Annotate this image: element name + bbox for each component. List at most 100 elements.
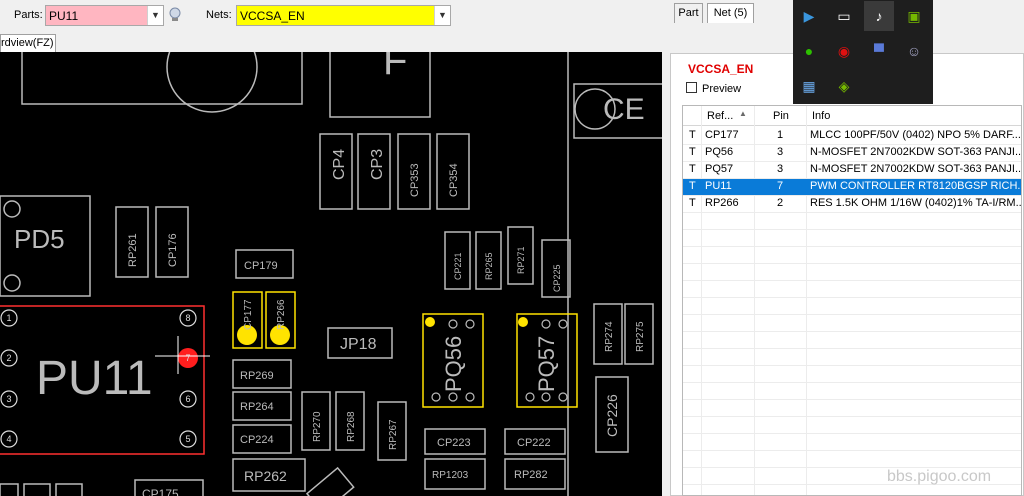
component-label-rp261: RP261 (127, 233, 139, 267)
checkbox-icon[interactable] (686, 82, 697, 93)
component-label-rp266: RP266 (276, 299, 287, 330)
row-ref: RP266 (705, 197, 739, 209)
security-icon[interactable]: ◉ (837, 43, 851, 59)
component-label-rp268: RP268 (346, 411, 357, 442)
column-divider (701, 106, 702, 495)
row-type: T (689, 180, 696, 192)
component-label-rp265: RP265 (484, 252, 494, 280)
table-row[interactable]: T PQ56 3 N-MOSFET 2N7002KDW SOT-363 PANJI..… (683, 144, 1022, 161)
row-type: T (689, 146, 696, 158)
pin-number: 7 (185, 353, 190, 363)
row-type: T (689, 163, 696, 175)
table-row[interactable]: T RP266 2 RES 1.5K OHM 1/16W (0402)1% TA-I/… (683, 195, 1022, 212)
component-label-cp222: CP222 (517, 437, 551, 449)
component-label-cp177: CP177 (243, 299, 254, 330)
table-row-selected[interactable]: T PU11 7 PWM CONTROLLER RT8120BGSP RICH... (683, 178, 1022, 195)
column-header-pin[interactable]: Pin (773, 110, 789, 122)
selected-pin (178, 348, 198, 368)
bulb-icon[interactable] (168, 7, 182, 23)
pin-number: 5 (185, 434, 190, 444)
component-label-pu11: PU11 (36, 352, 153, 405)
pin-number: 2 (6, 353, 11, 363)
column-header-ref[interactable]: Ref... (707, 110, 734, 122)
store-icon[interactable]: ▶ (803, 8, 815, 24)
component-label-rp267: RP267 (388, 419, 399, 450)
component-label-rp262: RP262 (244, 468, 287, 484)
parts-value: PU11 (49, 9, 79, 23)
row-pin: 3 (777, 163, 784, 175)
table-row[interactable]: T PQ57 3 N-MOSFET 2N7002KDW SOT-363 PANJI..… (683, 161, 1022, 178)
row-ref: PQ56 (705, 146, 734, 158)
chevron-down-icon[interactable]: ▼ (147, 6, 163, 25)
component-label-cp223: CP223 (437, 437, 471, 449)
component-label-cp226: CP226 (604, 394, 620, 437)
component-label-rp270: RP270 (312, 411, 323, 442)
speaker-icon[interactable]: ♪ (864, 1, 894, 31)
column-header-info[interactable]: Info (812, 110, 831, 122)
component-label-cp225: CP225 (552, 264, 562, 292)
component-label-rp274: RP274 (604, 321, 615, 352)
board-canvas[interactable]: 1 2 3 4 8 7 6 5 PU11 PD5 CE F JP18 CP179… (0, 52, 662, 496)
component-label-jp18: JP18 (340, 336, 377, 353)
component-label-rp269: RP269 (240, 370, 274, 382)
pin-number: 8 (185, 313, 190, 323)
parts-combobox[interactable]: PU11 ▼ (45, 5, 164, 26)
component-outline (329, 52, 431, 118)
display-icon[interactable]: ▭ (837, 8, 851, 24)
row-ref: PU11 (705, 180, 732, 192)
table-header: Ref... ▲ Pin Info (683, 106, 1021, 126)
component-label-pq56: PQ56 (441, 336, 466, 392)
preview-checkbox[interactable]: Preview (686, 82, 741, 95)
row-pin: 1 (777, 129, 784, 141)
component-label-cp4: CP4 (331, 149, 348, 180)
user-icon[interactable]: ☺ (906, 43, 922, 59)
row-ref: CP177 (705, 129, 739, 141)
component-label-f: F (383, 52, 407, 83)
net-pin-table[interactable]: Ref... ▲ Pin Info T CP177 1 MLCC 100PF/50V … (682, 105, 1022, 496)
component-label-cp176: CP176 (167, 233, 179, 267)
tab-part[interactable]: Part (674, 3, 703, 23)
row-type: T (689, 197, 696, 209)
nvidia-icon[interactable]: ◈ (838, 78, 850, 94)
monitor-icon[interactable]: ▀ (874, 43, 884, 59)
row-pin: 2 (777, 197, 784, 209)
row-info: MLCC 100PF/50V (0402) NPO 5% DARF... (810, 129, 1021, 141)
component-label-rp264: RP264 (240, 401, 274, 413)
row-type: T (689, 129, 696, 141)
watermark: bbs.pigoo.com (887, 468, 992, 485)
component-label-pd5: PD5 (14, 224, 65, 254)
row-info: RES 1.5K OHM 1/16W (0402)1% TA-I/RM... (810, 197, 1022, 209)
component-label-rp275: RP275 (635, 321, 646, 352)
wechat-icon[interactable]: ● (804, 43, 814, 59)
tab-net[interactable]: Net (5) (707, 3, 754, 23)
row-info: N-MOSFET 2N7002KDW SOT-363 PANJI... (810, 163, 1022, 175)
tab-boardview[interactable]: rdview(FZ) (0, 34, 56, 52)
row-info: N-MOSFET 2N7002KDW SOT-363 PANJI... (810, 146, 1022, 158)
pin-number: 4 (6, 434, 11, 444)
pu11-outline (0, 305, 205, 455)
parts-label: Parts: (14, 9, 43, 21)
component-outline (21, 52, 303, 105)
row-pin: 7 (777, 180, 784, 192)
component-label-cp353: CP353 (409, 163, 421, 197)
row-ref: PQ57 (705, 163, 734, 175)
sort-ascending-icon: ▲ (739, 109, 747, 118)
view-tabstrip: rdview(FZ) (0, 32, 670, 52)
pin-number: 3 (6, 394, 11, 404)
chevron-down-icon[interactable]: ▼ (434, 6, 450, 25)
component-label-cp3: CP3 (369, 149, 386, 180)
gpu-icon[interactable]: ▣ (907, 8, 921, 24)
row-info: PWM CONTROLLER RT8120BGSP RICH... (810, 180, 1022, 192)
row-pin: 3 (777, 146, 784, 158)
nets-label: Nets: (206, 9, 232, 21)
nets-combobox[interactable]: VCCSA_EN ▼ (236, 5, 451, 26)
column-divider (754, 106, 755, 495)
nets-value: VCCSA_EN (240, 9, 305, 23)
preview-label: Preview (702, 83, 742, 95)
pin-number: 1 (6, 313, 11, 323)
component-label-ce: CE (603, 93, 645, 126)
component-label-pq57: PQ57 (534, 336, 559, 392)
component-label-rp271: RP271 (516, 246, 526, 274)
calendar-icon[interactable]: ▦ (802, 78, 816, 94)
table-row[interactable]: T CP177 1 MLCC 100PF/50V (0402) NPO 5% DARF… (683, 127, 1021, 144)
